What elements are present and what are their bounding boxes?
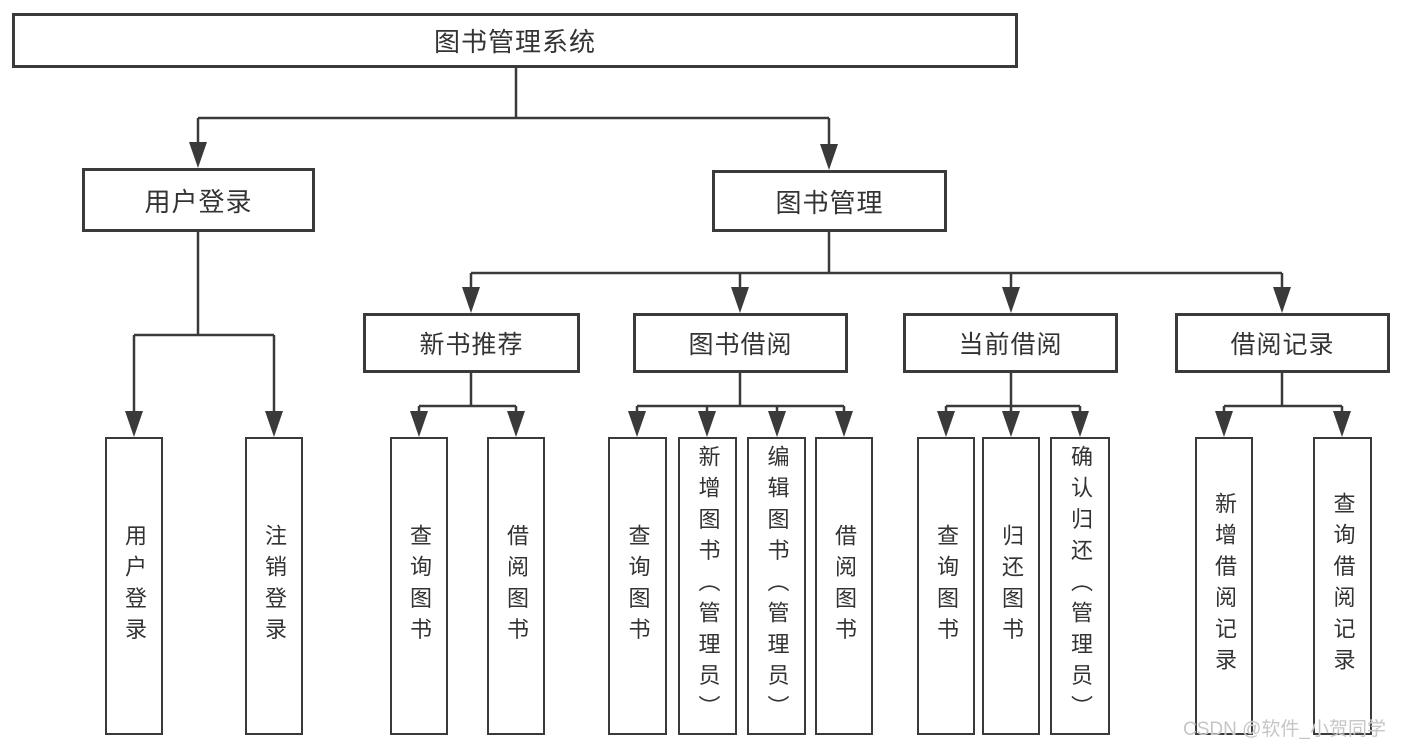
node-book-borrowing: 图书借阅: [633, 313, 848, 373]
node-label: 用户登录: [122, 523, 147, 649]
arrowhead-icon: [768, 411, 786, 437]
arrowhead-icon: [1071, 411, 1089, 437]
node-label: 借阅图书: [504, 523, 529, 649]
node-label: 注销登录: [262, 523, 287, 649]
leaf-add-books-admin: 新增图书（管理员）: [678, 437, 737, 735]
arrowhead-icon: [835, 411, 853, 437]
leaf-query-books-borrowing: 查询图书: [608, 437, 667, 735]
node-label: 图书借阅: [688, 331, 793, 359]
arrowhead-icon: [698, 411, 716, 437]
node-user-login: 用户登录: [82, 168, 315, 232]
arrowhead-icon: [731, 287, 749, 313]
node-current-borrowing: 当前借阅: [903, 313, 1118, 373]
leaf-query-books-recommend: 查询图书: [390, 437, 448, 735]
connector-borrowing-records-subtree: [1222, 373, 1344, 421]
node-label: 新增借阅记录: [1212, 492, 1237, 680]
arrowhead-icon: [1273, 287, 1291, 313]
node-label: 编辑图书（管理员）: [764, 445, 790, 727]
arrowhead-icon: [462, 287, 480, 313]
node-label: 查询借阅记录: [1330, 492, 1356, 680]
leaf-query-borrow-record: 查询借阅记录: [1313, 437, 1372, 735]
connector-current-borrowing-subtree: [944, 373, 1082, 421]
connector-root-to-level2: [196, 68, 831, 152]
arrowhead-icon: [1215, 411, 1233, 437]
node-label: 图书管理: [775, 187, 884, 218]
leaf-user-login: 用户登录: [105, 437, 163, 735]
node-label: 归还图书: [999, 523, 1024, 649]
connector-book-borrowing-subtree: [635, 373, 846, 421]
node-label: 查询图书: [934, 523, 959, 649]
arrowhead-icon: [1002, 411, 1020, 437]
node-library-management-system: 图书管理系统: [12, 13, 1018, 68]
arrowhead-icon: [820, 144, 838, 170]
node-new-book-recommendation: 新书推荐: [363, 313, 580, 373]
node-label: 查询图书: [407, 523, 432, 649]
watermark: CSDN @软件_小贺同学: [1183, 719, 1386, 740]
arrowhead-icon: [628, 411, 646, 437]
node-label: 当前借阅: [958, 331, 1063, 359]
node-label: 新增图书（管理员）: [695, 445, 721, 727]
arrowhead-icon: [410, 411, 428, 437]
node-label: 确认归还（管理员）: [1068, 445, 1093, 727]
leaf-borrow-books-recommend: 借阅图书: [487, 437, 545, 735]
arrowhead-icon: [265, 411, 283, 437]
connector-user-login-subtree: [132, 232, 276, 421]
connector-book-management-to-level3: [469, 232, 1284, 297]
arrowhead-icon: [1002, 287, 1020, 313]
leaf-logout: 注销登录: [245, 437, 303, 735]
arrowhead-icon: [937, 411, 955, 437]
node-label: 查询图书: [625, 523, 651, 649]
node-label: 借阅记录: [1230, 331, 1335, 359]
arrowhead-icon: [507, 411, 525, 437]
leaf-return-books: 归还图书: [982, 437, 1040, 735]
leaf-confirm-return-admin: 确认归还（管理员）: [1050, 437, 1110, 735]
node-label: 用户登录: [144, 186, 253, 217]
node-label: 借阅图书: [832, 523, 857, 649]
arrowhead-icon: [125, 411, 143, 437]
arrowhead-icon: [1333, 411, 1351, 437]
leaf-add-borrow-record: 新增借阅记录: [1195, 437, 1253, 735]
leaf-borrow-books: 借阅图书: [815, 437, 873, 735]
node-label: 新书推荐: [419, 331, 524, 359]
leaf-edit-books-admin: 编辑图书（管理员）: [747, 437, 806, 735]
node-label: 图书管理系统: [433, 27, 596, 57]
node-book-management: 图书管理: [712, 170, 947, 232]
arrowhead-icon: [189, 142, 207, 168]
node-borrowing-records: 借阅记录: [1175, 313, 1390, 373]
connector-new-book-subtree: [417, 373, 518, 421]
leaf-query-books-current: 查询图书: [917, 437, 975, 735]
